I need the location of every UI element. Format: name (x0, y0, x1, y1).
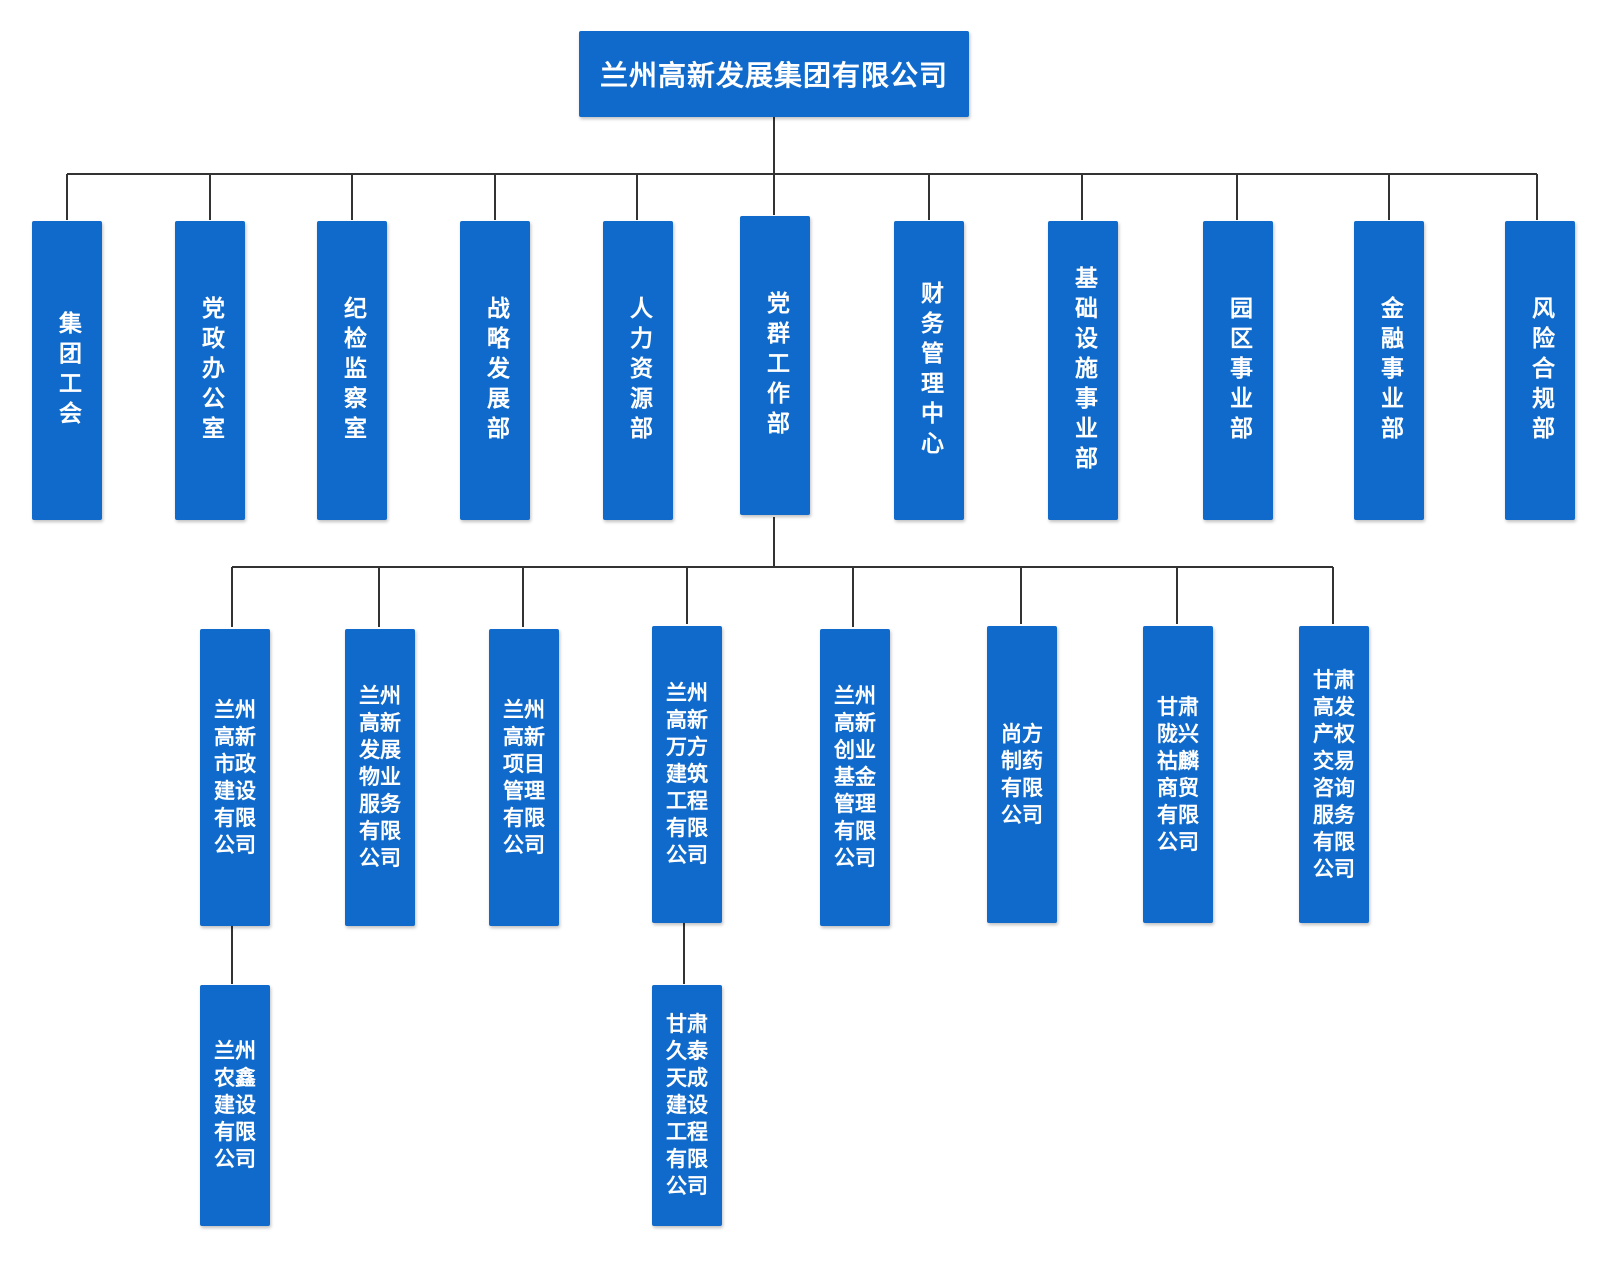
subsidiary-box: 甘肃久泰天成建设工程有限公司 (652, 985, 722, 1226)
department-label: 金融事业部 (1376, 295, 1403, 446)
department-label: 风险合规部 (1527, 295, 1554, 446)
company-label: 兰州高新万方建筑工程有限公司 (666, 681, 708, 867)
company-label: 兰州高新项目管理有限公司 (503, 697, 545, 857)
subsidiary-label: 甘肃久泰天成建设工程有限公司 (666, 1012, 708, 1198)
company-box: 兰州高新市政建设有限公司 (200, 629, 270, 926)
department-label: 战略发展部 (482, 295, 509, 446)
company-label: 兰州高新发展物业服务有限公司 (359, 684, 401, 870)
root-label: 兰州高新发展集团有限公司 (599, 59, 948, 92)
company-box: 甘肃高发产权交易咨询服务有限公司 (1299, 626, 1369, 923)
department-label: 园区事业部 (1225, 295, 1252, 446)
department-box: 纪检监察室 (317, 221, 387, 520)
department-box: 园区事业部 (1203, 221, 1273, 520)
root-node: 兰州高新发展集团有限公司 (579, 31, 969, 117)
department-box: 战略发展部 (460, 221, 530, 520)
department-box: 金融事业部 (1354, 221, 1424, 520)
department-box: 集团工会 (32, 221, 102, 520)
company-box: 甘肃陇兴祜麟商贸有限公司 (1143, 626, 1213, 923)
company-label: 兰州高新创业基金管理有限公司 (834, 684, 876, 870)
company-label: 甘肃高发产权交易咨询服务有限公司 (1313, 667, 1355, 881)
company-box: 兰州高新发展物业服务有限公司 (345, 629, 415, 926)
department-label: 党群工作部 (762, 290, 789, 441)
department-box: 财务管理中心 (894, 221, 964, 520)
department-box: 基础设施事业部 (1048, 221, 1118, 520)
department-label: 财务管理中心 (916, 280, 943, 461)
department-box: 党政办公室 (175, 221, 245, 520)
department-label: 集团工会 (54, 310, 81, 431)
department-box: 党群工作部 (740, 216, 810, 515)
department-box: 风险合规部 (1505, 221, 1575, 520)
company-label: 兰州高新市政建设有限公司 (214, 697, 256, 857)
company-box: 尚方制药有限公司 (987, 626, 1057, 923)
company-box: 兰州高新创业基金管理有限公司 (820, 629, 890, 926)
company-box: 兰州高新万方建筑工程有限公司 (652, 626, 722, 923)
company-label: 尚方制药有限公司 (1001, 721, 1043, 827)
department-label: 纪检监察室 (339, 295, 366, 446)
subsidiary-box: 兰州农鑫建设有限公司 (200, 985, 270, 1226)
department-label: 党政办公室 (197, 295, 224, 446)
department-label: 基础设施事业部 (1070, 265, 1097, 476)
subsidiary-label: 兰州农鑫建设有限公司 (214, 1039, 256, 1171)
company-label: 甘肃陇兴祜麟商贸有限公司 (1157, 694, 1199, 854)
department-label: 人力资源部 (625, 295, 652, 446)
company-box: 兰州高新项目管理有限公司 (489, 629, 559, 926)
department-box: 人力资源部 (603, 221, 673, 520)
